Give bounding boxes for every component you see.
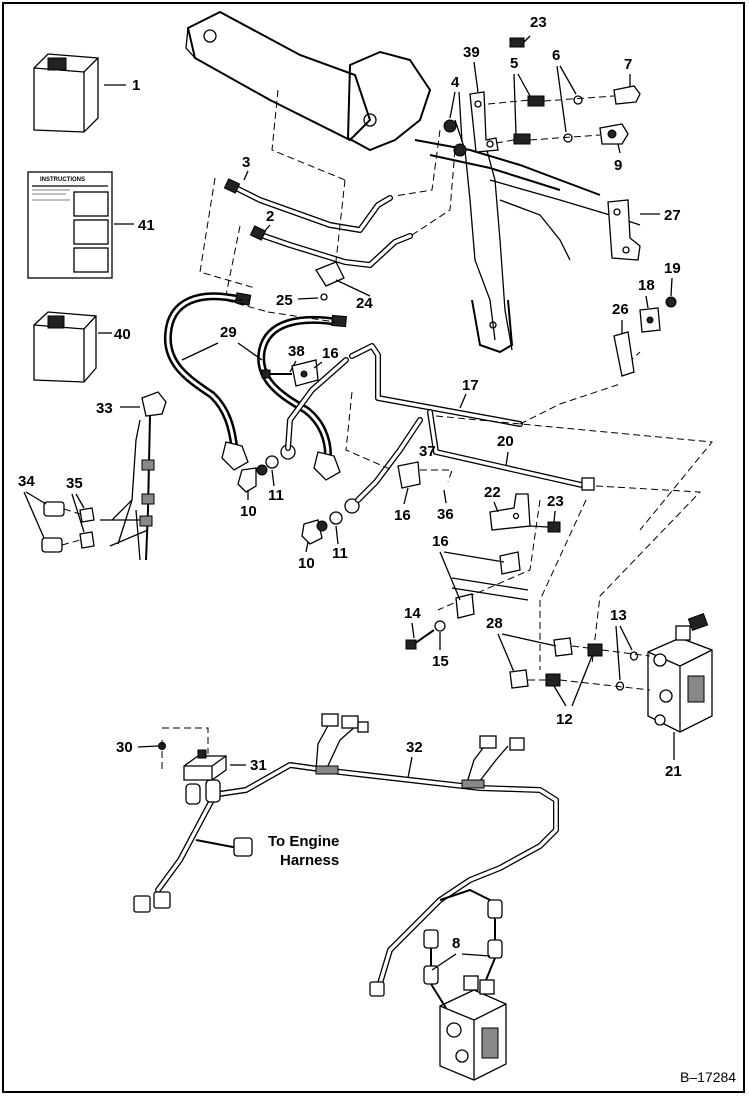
decal-box-1	[33, 53, 99, 133]
hose-29-left	[163, 292, 252, 471]
callout-3: 3	[242, 154, 250, 171]
bolt-23-top	[509, 35, 531, 48]
callout-30: 30	[116, 739, 133, 756]
callout-39: 39	[463, 44, 480, 61]
callout-17: 17	[462, 377, 479, 394]
fittings-12	[545, 643, 603, 687]
connectors-34	[41, 501, 65, 553]
callout-19: 19	[664, 260, 681, 277]
callout-34: 34	[18, 473, 35, 490]
callout-11-b: 11	[332, 545, 348, 562]
callout-37: 37	[419, 443, 436, 460]
clamp-16-top	[291, 359, 319, 387]
bracket-27	[607, 199, 641, 261]
tube-17	[285, 343, 523, 451]
bolt-38	[261, 369, 292, 379]
callout-8: 8	[452, 935, 460, 952]
callout-9: 9	[614, 157, 622, 174]
callout-16-lower: 16	[432, 533, 449, 550]
engine-harness-note-line1: To Engine	[268, 833, 339, 850]
callout-16-top: 16	[322, 345, 339, 362]
callout-6: 6	[552, 47, 560, 64]
callout-7: 7	[624, 56, 632, 73]
callout-35: 35	[66, 475, 83, 492]
orings-6	[563, 95, 583, 143]
callout-31: 31	[250, 757, 267, 774]
nuts-4	[443, 119, 467, 157]
callout-10-b: 10	[298, 555, 315, 572]
callout-36: 36	[437, 506, 454, 523]
fitting-10-a	[237, 464, 268, 493]
bolt-23-mid	[529, 521, 561, 533]
washer-15	[434, 620, 446, 632]
callout-16-mid: 16	[394, 507, 411, 524]
callout-38: 38	[288, 343, 305, 360]
callout-15: 15	[432, 653, 449, 670]
fitting-7	[613, 85, 641, 105]
bracket-39	[469, 91, 499, 153]
callout-1: 1	[132, 77, 140, 94]
callout-14: 14	[404, 605, 421, 622]
callout-32: 32	[406, 739, 423, 756]
clamp-24	[315, 261, 345, 301]
callout-13: 13	[610, 607, 627, 624]
bracket-26	[613, 331, 635, 377]
tube-20	[355, 409, 595, 503]
callout-5: 5	[510, 55, 518, 72]
fitting-10-b	[301, 519, 328, 545]
callout-2: 2	[266, 208, 274, 225]
callout-26: 26	[612, 301, 629, 318]
clamp-16-mid	[397, 461, 421, 489]
callout-18: 18	[638, 277, 655, 294]
clip-18	[639, 307, 661, 333]
fitting-11-b	[329, 498, 360, 525]
bracket-22	[489, 493, 531, 531]
callout-23-mid: 23	[547, 493, 564, 510]
callout-23-top: 23	[530, 14, 547, 31]
module-31	[183, 749, 227, 781]
tube-3	[223, 178, 393, 233]
callout-40: 40	[114, 326, 131, 343]
box-40	[33, 311, 97, 383]
hose-29-right	[257, 314, 347, 481]
clamp-37	[420, 469, 453, 483]
caps-28	[509, 637, 573, 689]
callout-41: 41	[138, 217, 155, 234]
fitting-11-a	[265, 444, 296, 469]
callout-11-a: 11	[268, 487, 284, 504]
callout-28: 28	[486, 615, 503, 632]
callout-10-a: 10	[240, 503, 257, 520]
bolt-14	[405, 629, 435, 650]
valve-21	[647, 612, 713, 733]
callout-27: 27	[664, 207, 681, 224]
tube-2	[249, 225, 413, 268]
callout-20: 20	[497, 433, 514, 450]
figure-number: B–17284	[680, 1069, 736, 1085]
nut-19	[665, 296, 677, 308]
fitting-9	[599, 123, 629, 145]
callout-29: 29	[220, 324, 237, 341]
engine-harness-note-line2: Harness	[280, 852, 339, 869]
loader-arm	[185, 10, 641, 354]
callout-33: 33	[96, 400, 113, 417]
callout-12: 12	[556, 711, 573, 728]
instructions-sheet: INSTRUCTIONS	[27, 171, 113, 279]
switch-33	[100, 391, 167, 561]
callout-4: 4	[451, 74, 460, 91]
fittings-5	[513, 95, 545, 145]
callout-21: 21	[665, 763, 682, 780]
valve-lower	[439, 975, 507, 1081]
callout-22: 22	[484, 484, 501, 501]
clamp-16-lower	[451, 551, 529, 619]
terminals-35	[79, 507, 95, 549]
instructions-title: INSTRUCTIONS	[40, 177, 85, 183]
callout-24: 24	[356, 295, 373, 312]
callout-25: 25	[276, 292, 293, 309]
